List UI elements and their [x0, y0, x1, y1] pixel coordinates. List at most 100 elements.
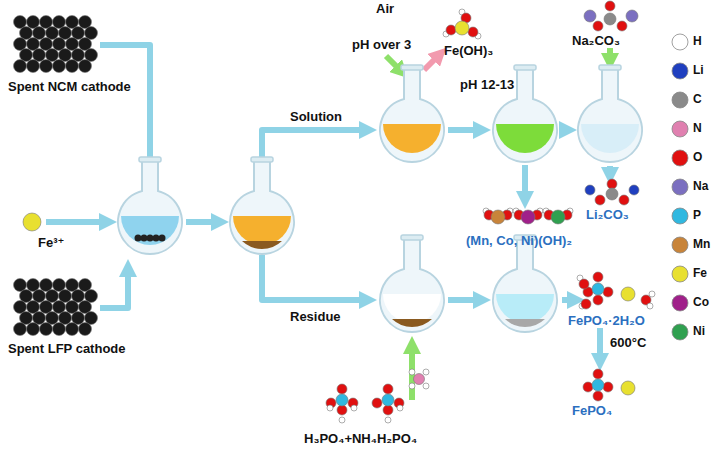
liquid [121, 216, 179, 245]
atom [593, 369, 603, 379]
legend-swatch [672, 63, 688, 79]
label: FePO₄ [572, 404, 612, 418]
legend-swatch [672, 324, 688, 340]
atom [455, 21, 469, 35]
label: H₃PO₄+NH₄H₂PO₄ [304, 432, 417, 446]
liquid [496, 294, 554, 323]
flow-arrow [607, 166, 613, 176]
atom [327, 405, 333, 411]
flask-body [380, 68, 444, 162]
atom [604, 13, 616, 25]
sediment [242, 241, 282, 249]
atom [53, 60, 66, 73]
flask [380, 65, 444, 162]
label: Air [376, 2, 394, 16]
legend-swatch [672, 295, 688, 311]
precipitate-arrow [424, 54, 440, 70]
flow-arrow [46, 219, 108, 225]
atom [383, 384, 393, 394]
atom [66, 323, 79, 336]
atom [619, 195, 629, 205]
atom [583, 382, 593, 392]
liquid [233, 216, 291, 245]
flask-lip [599, 65, 621, 70]
legend-swatch [672, 121, 688, 137]
legend-swatch [672, 208, 688, 224]
cathode-particle [135, 235, 142, 242]
atom [621, 381, 635, 395]
legend-text: N [693, 122, 702, 135]
legend-text: Co [693, 296, 709, 309]
legend-swatch [672, 237, 688, 253]
cathode-particle [159, 235, 166, 242]
flask-body [380, 238, 444, 332]
liquid [383, 124, 441, 153]
legend-swatch [672, 266, 688, 282]
atom [397, 405, 403, 411]
atom [621, 287, 635, 301]
atom [409, 383, 415, 389]
atom [551, 210, 565, 224]
label: Spent LFP cathode [8, 342, 126, 356]
legend-text: Fe [693, 267, 707, 280]
atom [585, 185, 595, 195]
atom [607, 179, 617, 189]
atom [595, 195, 605, 205]
flask-body [118, 160, 182, 254]
atom [584, 10, 596, 22]
label: Fe(OH)₃ [444, 44, 493, 58]
atom [79, 60, 92, 73]
flask-lip [514, 65, 536, 70]
atom [446, 25, 456, 35]
flask-body [493, 238, 557, 332]
air-arrow [386, 56, 402, 72]
atom [40, 60, 53, 73]
flow-arrow [186, 219, 220, 225]
label: FePO₄·2H₂O [568, 314, 645, 328]
flow-arrow [448, 127, 482, 133]
flask [118, 157, 182, 254]
flask-body [578, 68, 642, 162]
atom [581, 299, 591, 309]
legend-text: O [693, 151, 702, 164]
atom [23, 213, 41, 231]
atom [14, 60, 27, 73]
flask [230, 157, 294, 254]
liquid [383, 294, 441, 323]
flask-lip [401, 235, 423, 240]
atom [385, 417, 391, 423]
atom [606, 188, 618, 200]
reagent-arrow [607, 48, 613, 62]
atom [579, 279, 589, 289]
flask [380, 235, 444, 332]
flow-arrow [560, 127, 568, 133]
atom [649, 291, 655, 297]
atom [603, 382, 613, 392]
atom [40, 323, 53, 336]
atom [14, 323, 27, 336]
atom [383, 405, 393, 415]
atom [423, 369, 429, 375]
legend-text: Ni [693, 325, 705, 338]
flask-body [230, 160, 294, 254]
flow-arrow [100, 45, 150, 170]
legend-swatch [672, 34, 688, 50]
atom [593, 391, 603, 401]
label: Residue [290, 310, 341, 324]
atom [603, 287, 613, 297]
atom [79, 323, 92, 336]
atom [593, 21, 603, 31]
atom [414, 374, 425, 385]
flask-lip [251, 157, 273, 162]
flow-arrow [562, 297, 576, 303]
label: pH over 3 [352, 38, 411, 52]
atom [592, 283, 604, 295]
atom [382, 394, 394, 406]
flask [578, 65, 642, 162]
liquid [581, 124, 639, 153]
flask-lip [401, 65, 423, 70]
legend-swatch [672, 92, 688, 108]
flow-arrow [100, 268, 128, 308]
legend-text: Na [693, 180, 708, 193]
